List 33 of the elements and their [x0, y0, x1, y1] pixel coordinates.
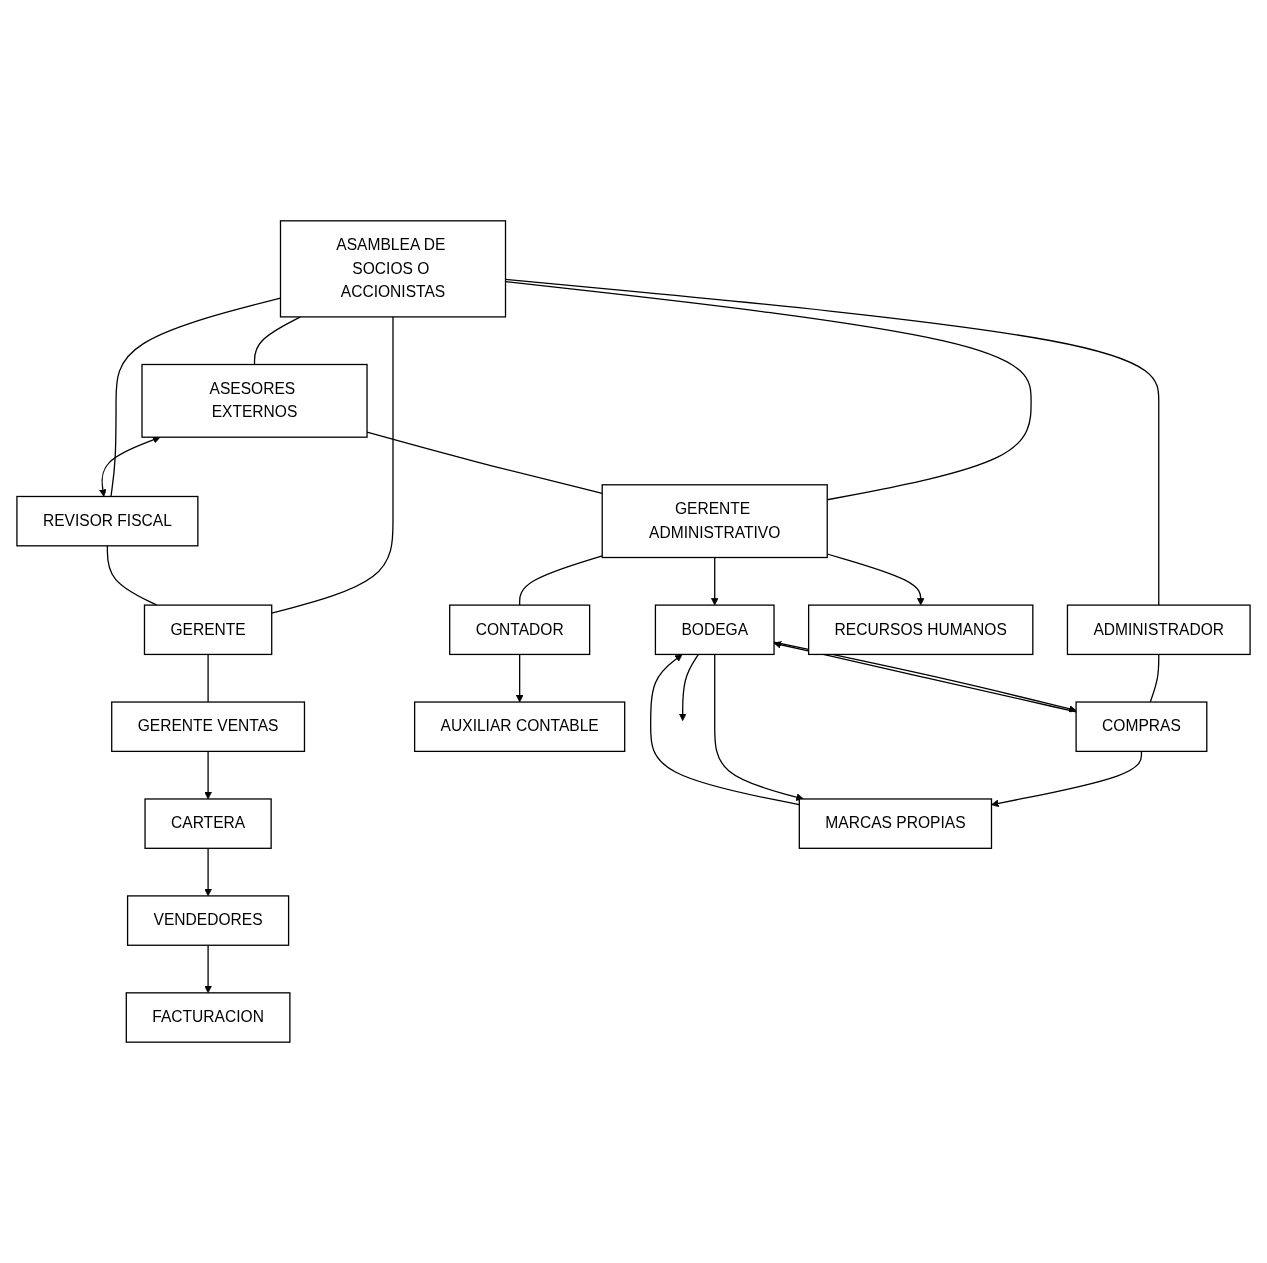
- node-box: FACTURACION: [125, 992, 291, 1043]
- node-box: ADMINISTRADOR: [1066, 604, 1251, 656]
- arrow: [826, 553, 925, 606]
- arrow: [204, 847, 212, 897]
- connector: [253, 316, 302, 366]
- arrow: [515, 653, 524, 703]
- node-box: ASAMBLEA DE SOCIOS O ACCIONISTAS: [279, 220, 507, 318]
- node-box: GERENTE: [143, 604, 273, 656]
- node-box: CARTERA: [144, 798, 272, 849]
- node-box: CONTADOR: [449, 604, 591, 656]
- node-box: GERENTE VENTAS: [111, 701, 306, 752]
- arrow: [650, 654, 800, 806]
- arrow: [678, 653, 700, 721]
- connector: [271, 316, 394, 614]
- connector: [519, 555, 603, 606]
- arrow: [204, 944, 212, 994]
- connector: [1149, 653, 1160, 703]
- node-box: BODEGA: [654, 604, 775, 656]
- connector: [207, 653, 209, 703]
- arrow: [99, 436, 161, 497]
- arrow: [710, 556, 719, 606]
- node-box: VENDEDORES: [126, 895, 290, 946]
- node-box: AUXILIAR CONTABLE: [414, 701, 626, 752]
- arrow: [991, 750, 1143, 808]
- node-box: MARCAS PROPIAS: [798, 798, 993, 849]
- arrow: [204, 750, 212, 800]
- node-box: RECURSOS HUMANOS: [808, 604, 1034, 656]
- node-box: COMPRAS: [1075, 701, 1208, 752]
- node-box: REVISOR FISCAL: [16, 495, 199, 547]
- node-box: ASESORES EXTERNOS: [141, 363, 368, 438]
- node-box: GERENTE ADMINISTRATIVO: [601, 484, 828, 559]
- connector: [106, 545, 158, 606]
- arrow: [714, 653, 804, 801]
